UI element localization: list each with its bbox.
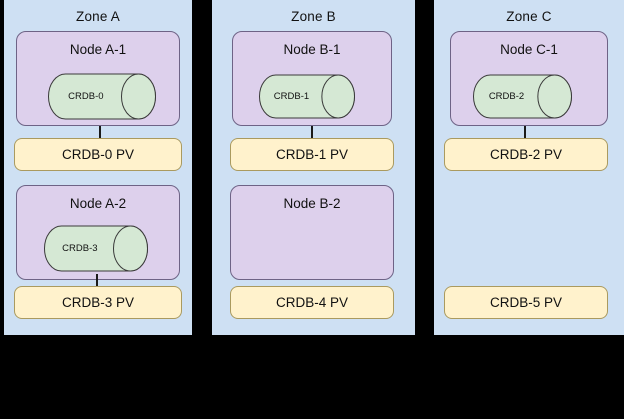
- volume-label: CRDB-1 PV: [275, 147, 348, 162]
- volume-label: CRDB-2 PV: [489, 147, 562, 162]
- node-title-node-a-2: Node A-2: [69, 196, 127, 211]
- volume-crdb-4-pv[interactable]: CRDB-4 PV: [230, 286, 394, 319]
- zone-title-zone-c: Zone C: [506, 9, 552, 24]
- node-title-node-b-2: Node B-2: [283, 196, 341, 211]
- volume-label: CRDB-4 PV: [275, 295, 348, 310]
- database-cylinder-crdb-2: CRDB-2: [473, 74, 572, 119]
- database-label: CRDB-3: [62, 243, 98, 254]
- database-label: CRDB-0: [68, 91, 104, 102]
- zone-title-zone-a: Zone A: [76, 9, 120, 24]
- node-title-node-c-1: Node C-1: [500, 42, 558, 57]
- connector-crdb-3-pv: [96, 274, 98, 286]
- database-label: CRDB-2: [488, 91, 525, 102]
- volume-label: CRDB-0 PV: [61, 147, 134, 162]
- volume-crdb-0-pv[interactable]: CRDB-0 PV: [14, 138, 182, 171]
- database-cylinder-crdb-1: CRDB-1: [259, 74, 355, 119]
- zone-title-zone-b: Zone B: [291, 9, 336, 24]
- database-cylinder-crdb-0: CRDB-0: [48, 73, 156, 120]
- volume-label: CRDB-5 PV: [489, 295, 562, 310]
- volume-label: CRDB-3 PV: [61, 295, 134, 310]
- node-title-node-b-1: Node B-1: [283, 42, 341, 57]
- volume-crdb-2-pv[interactable]: CRDB-2 PV: [444, 138, 608, 171]
- database-cylinder-crdb-3: CRDB-3: [44, 225, 148, 272]
- node-node-b-2[interactable]: Node B-2: [230, 185, 394, 280]
- connector-crdb-2-pv: [524, 126, 526, 138]
- database-label: CRDB-1: [273, 91, 310, 102]
- volume-crdb-3-pv[interactable]: CRDB-3 PV: [14, 286, 182, 319]
- connector-crdb-0-pv: [99, 126, 101, 138]
- connector-crdb-1-pv: [311, 126, 313, 138]
- volume-crdb-5-pv[interactable]: CRDB-5 PV: [444, 286, 608, 319]
- node-title-node-a-1: Node A-1: [69, 42, 127, 57]
- volume-crdb-1-pv[interactable]: CRDB-1 PV: [230, 138, 394, 171]
